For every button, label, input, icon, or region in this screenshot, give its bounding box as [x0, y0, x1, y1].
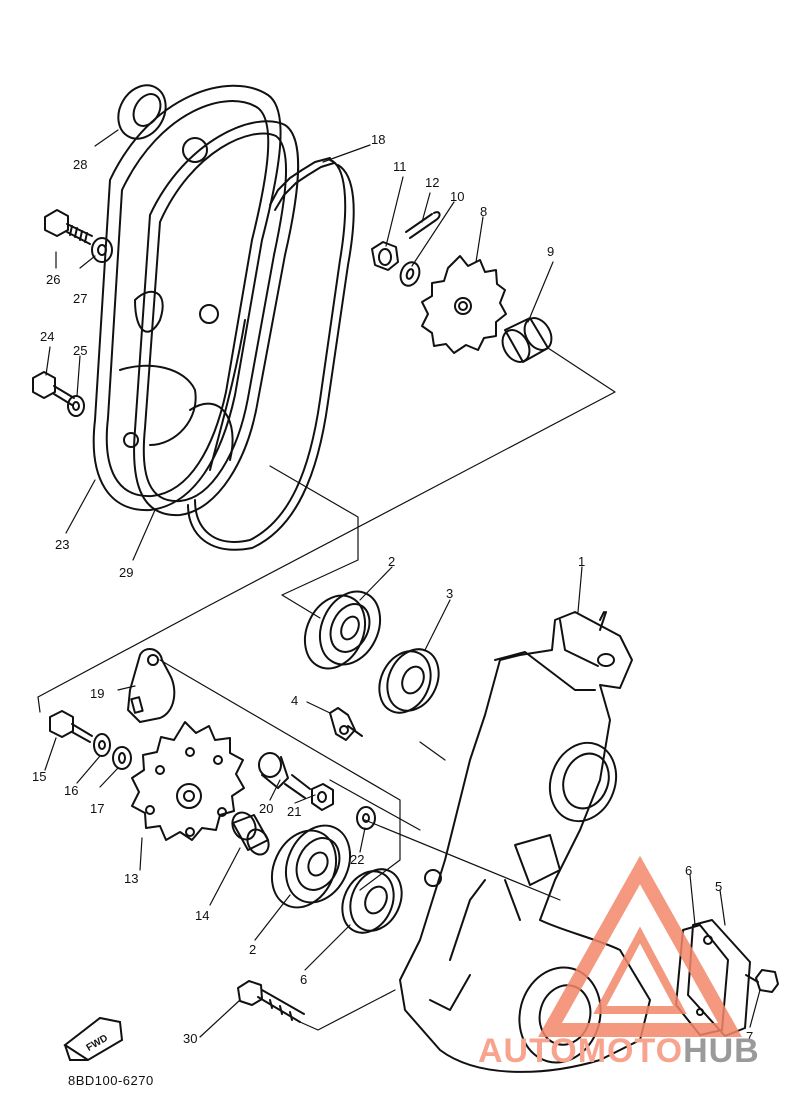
part-label-21: 20 [259, 801, 273, 816]
part-label-4: 6 [300, 972, 307, 987]
bearing-part-2-lower [270, 824, 352, 909]
part-label-28: 27 [73, 291, 87, 306]
bolt-part-8 [745, 969, 779, 993]
cotter-pin-part-13 [405, 211, 441, 239]
part-label-18: 17 [90, 801, 104, 816]
leader-lines [44, 129, 761, 1038]
part-label-2-upper: 2 [388, 554, 395, 569]
part-label-7: 6 [685, 863, 692, 878]
bearing-part-2-upper [303, 590, 382, 670]
part-label-24: 23 [55, 537, 69, 552]
washer-part-17 [93, 733, 111, 757]
washer-part-11 [399, 261, 421, 287]
chain-case-part-1 [399, 611, 651, 1073]
bolt-part-21 [258, 752, 311, 799]
diagram-reference-code: 8BD100-6270 [68, 1073, 154, 1088]
part-label-27: 26 [46, 272, 60, 287]
bolt-part-16 [49, 710, 93, 743]
watermark-text-auto: AUTOMOTO [478, 1032, 684, 1070]
nut-part-22 [311, 783, 334, 811]
part-label-17: 16 [64, 783, 78, 798]
part-label-23: 22 [350, 852, 364, 867]
part-label-10: 9 [547, 244, 554, 259]
oil-seal-part-3 [378, 648, 440, 714]
washer-part-28 [91, 237, 113, 263]
part-label-11: 10 [450, 189, 464, 204]
part-label-1: 1 [578, 554, 585, 569]
collar-part-10 [501, 317, 553, 363]
chain-tensioner-part-20 [127, 648, 176, 723]
chain-case-cover-part-24 [92, 84, 282, 512]
watermark-text-hub: HUB [683, 1032, 760, 1070]
cover-plate-part-6 [687, 919, 751, 1037]
part-label-5: 4 [291, 693, 298, 708]
part-label-13: 12 [425, 175, 439, 190]
part-label-9: 8 [480, 204, 487, 219]
sprocket-part-14 [131, 721, 245, 841]
part-label-26: 25 [73, 343, 87, 358]
part-label-2-lower: 2 [249, 942, 256, 957]
oil-seal-part-4 [341, 868, 403, 934]
part-label-6: 5 [715, 879, 722, 894]
nut-part-12 [371, 241, 399, 271]
watermark-logo-mark [538, 855, 742, 1037]
sprocket-part-9 [421, 255, 507, 354]
bolt-part-25 [32, 371, 75, 406]
part-label-20: 19 [90, 686, 104, 701]
part-label-12: 11 [393, 159, 407, 174]
part-label-15: 14 [195, 908, 209, 923]
washer-part-18 [112, 746, 132, 770]
part-label-25: 24 [40, 329, 54, 344]
fwd-direction-arrow: FWD [63, 1016, 124, 1062]
part-label-31: 30 [183, 1031, 197, 1046]
part-label-30: 29 [119, 565, 133, 580]
bolt-part-27 [44, 209, 93, 245]
drive-chain-part-19 [187, 157, 355, 551]
part-label-19: 18 [371, 132, 385, 147]
part-label-3: 3 [446, 586, 453, 601]
part-label-22: 21 [287, 804, 301, 819]
washer-part-26 [67, 395, 85, 417]
washer-part-23 [356, 806, 376, 830]
part-label-16: 15 [32, 769, 46, 784]
bolt-part-31 [237, 980, 305, 1023]
part-label-14: 13 [124, 871, 138, 886]
collar-part-15 [231, 811, 270, 856]
part-label-29: 28 [73, 157, 87, 172]
grease-nipple-part-5 [329, 707, 363, 741]
watermark-text: AUTOMOTOHUB [478, 1032, 760, 1071]
part-label-8: 7 [746, 1029, 753, 1044]
part-labels: 28 18 11 12 10 8 9 26 27 24 25 23 29 2 1… [32, 132, 753, 1046]
